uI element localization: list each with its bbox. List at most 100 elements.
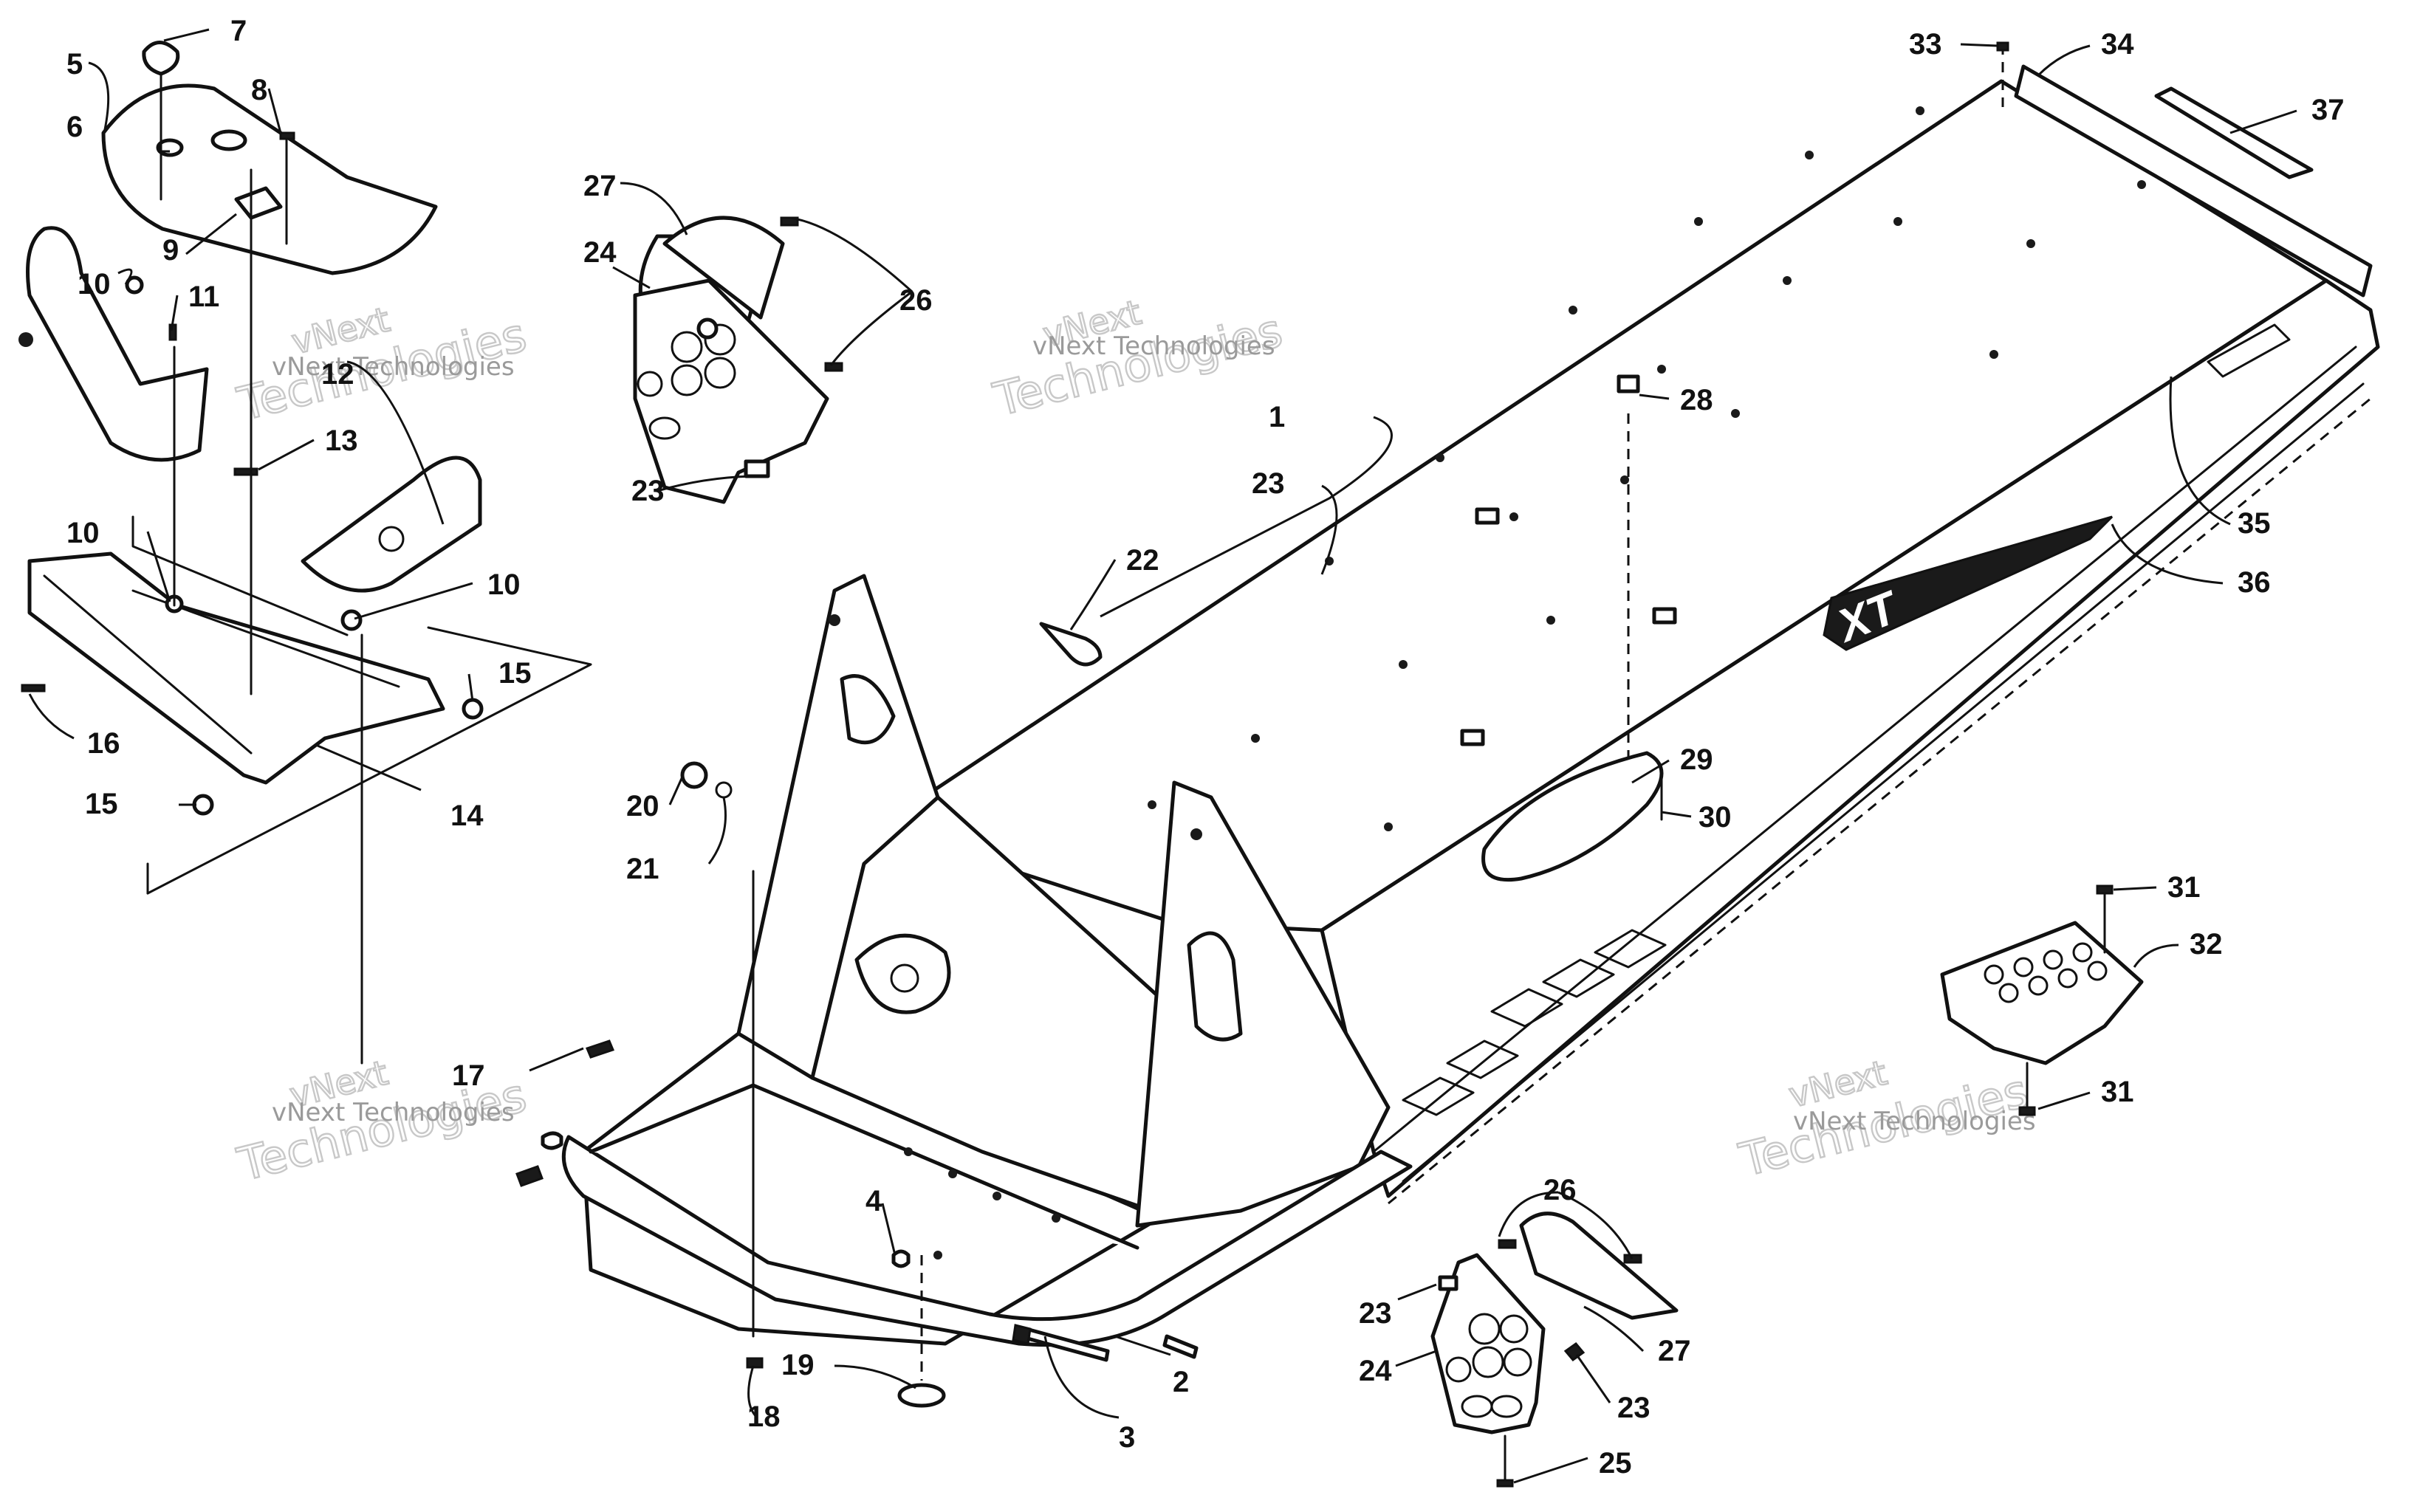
callout-22: 22 bbox=[1126, 544, 1159, 577]
footrest-plate bbox=[633, 278, 829, 504]
leader-22 bbox=[1069, 559, 1117, 630]
footrest-plate-lower-holes bbox=[1445, 1313, 1532, 1418]
rivet-hardware bbox=[1617, 374, 1640, 394]
callout-23b: 23 bbox=[631, 475, 665, 507]
leader-5 bbox=[88, 61, 110, 137]
callout-10c: 10 bbox=[487, 568, 521, 601]
callout-3: 3 bbox=[1119, 1421, 1135, 1454]
clip-hardware bbox=[1438, 1275, 1458, 1291]
leader-26d bbox=[1557, 1191, 1634, 1260]
leader-11 bbox=[170, 295, 179, 331]
watermark-line3: vNext Technologies bbox=[272, 1098, 515, 1127]
callout-10b: 10 bbox=[66, 517, 100, 549]
key-clip bbox=[1039, 622, 1103, 667]
callout-16: 16 bbox=[87, 727, 120, 760]
callout-25: 25 bbox=[1599, 1447, 1632, 1480]
deck-rivet-holes bbox=[1148, 106, 2146, 831]
left-tower-cutout bbox=[840, 674, 896, 745]
upper-footrest-parts bbox=[633, 216, 843, 504]
clip-hardware bbox=[744, 459, 770, 478]
running-board-cutouts bbox=[1402, 929, 1667, 1116]
nut-hardware bbox=[680, 761, 708, 789]
bolt-hardware bbox=[2018, 1106, 2036, 1116]
leader-27b bbox=[1583, 1305, 1645, 1353]
rivet-hardware bbox=[1996, 41, 2009, 52]
nut-hardware bbox=[125, 275, 144, 295]
callout-28: 28 bbox=[1680, 384, 1713, 416]
callout-5: 5 bbox=[66, 48, 83, 80]
bushing-hardware bbox=[891, 1249, 911, 1268]
bolt-hardware bbox=[2096, 884, 2114, 895]
callout-37: 37 bbox=[2311, 94, 2345, 126]
callout-31a: 31 bbox=[2167, 871, 2201, 904]
leader-1 bbox=[1100, 416, 1393, 618]
callout-33: 33 bbox=[1909, 28, 1942, 61]
plate-hole bbox=[378, 526, 405, 552]
bolt-hardware bbox=[585, 1040, 615, 1059]
callout-24a: 24 bbox=[583, 236, 617, 269]
callout-10: 10 bbox=[78, 268, 111, 300]
rear-grip-strip bbox=[2207, 323, 2291, 378]
callout-36: 36 bbox=[2238, 566, 2271, 599]
callout-labels: 1 2 3 4 5 6 7 8 9 10 11 12 13 10 10 15 1… bbox=[66, 15, 2345, 1480]
right-tower bbox=[1135, 780, 1391, 1228]
deck-clip bbox=[1460, 729, 1485, 746]
callout-31b: 31 bbox=[2101, 1076, 2134, 1108]
leader-28 bbox=[1639, 394, 1670, 400]
deck-clip bbox=[1652, 607, 1677, 625]
long-bolt-head bbox=[1012, 1324, 1032, 1345]
leader-26b bbox=[829, 290, 913, 366]
callout-27b: 27 bbox=[1658, 1335, 1691, 1367]
tunnel-side-rib bbox=[1402, 382, 2365, 1183]
callout-9: 9 bbox=[162, 234, 179, 267]
lower-footrest-parts bbox=[1430, 1212, 1679, 1488]
bulkhead-holes bbox=[829, 614, 1202, 1260]
rear-strip bbox=[2154, 86, 2314, 179]
leader-34 bbox=[2037, 44, 2091, 77]
leader-4 bbox=[881, 1203, 897, 1256]
bolt-hardware bbox=[21, 684, 46, 693]
nut-hardware bbox=[696, 317, 719, 340]
decal-graphic bbox=[1823, 515, 2114, 651]
leader-lines bbox=[28, 28, 2297, 1484]
callout-30: 30 bbox=[1699, 801, 1732, 834]
leader-23b bbox=[657, 475, 761, 492]
leader-9 bbox=[185, 213, 237, 255]
steering-mount-plate bbox=[854, 933, 951, 1014]
callout-15a: 15 bbox=[498, 657, 532, 690]
leader-30 bbox=[1661, 811, 1692, 818]
leader-26a bbox=[789, 216, 914, 293]
leader-35 bbox=[2169, 376, 2231, 526]
callout-32: 32 bbox=[2190, 928, 2223, 961]
callout-7: 7 bbox=[230, 15, 247, 47]
leader-32 bbox=[2133, 944, 2179, 968]
part-cover bbox=[101, 83, 438, 275]
callout-11: 11 bbox=[188, 281, 219, 313]
callout-2: 2 bbox=[1173, 1366, 1189, 1398]
callout-26b: 26 bbox=[1543, 1174, 1577, 1206]
leader-25 bbox=[1513, 1457, 1588, 1484]
nut-hardware bbox=[462, 698, 484, 720]
leader-20 bbox=[668, 774, 685, 805]
callout-20: 20 bbox=[626, 790, 659, 822]
leader-7 bbox=[163, 28, 210, 42]
callout-8: 8 bbox=[251, 74, 267, 106]
leader-16 bbox=[28, 693, 75, 740]
nut-hardware bbox=[192, 794, 214, 816]
callout-14: 14 bbox=[450, 800, 484, 832]
chassis-tunnel: XT bbox=[877, 79, 2380, 1205]
right-side-parts bbox=[1481, 41, 2373, 1116]
front-bulkhead bbox=[561, 574, 1413, 1347]
washer-hardware bbox=[541, 1131, 563, 1150]
leader-10c bbox=[354, 582, 473, 620]
left-bracket bbox=[26, 226, 209, 462]
part-knob bbox=[142, 41, 180, 76]
footrest-plate-holes bbox=[637, 323, 736, 440]
bolt-hardware bbox=[824, 362, 843, 372]
leader-2 bbox=[1114, 1335, 1171, 1356]
step-plate-holes bbox=[1984, 942, 2108, 1003]
left-bracket-hole bbox=[18, 332, 33, 347]
leader-14 bbox=[317, 744, 422, 791]
leader-13 bbox=[258, 439, 315, 471]
callout-6: 6 bbox=[66, 111, 83, 143]
